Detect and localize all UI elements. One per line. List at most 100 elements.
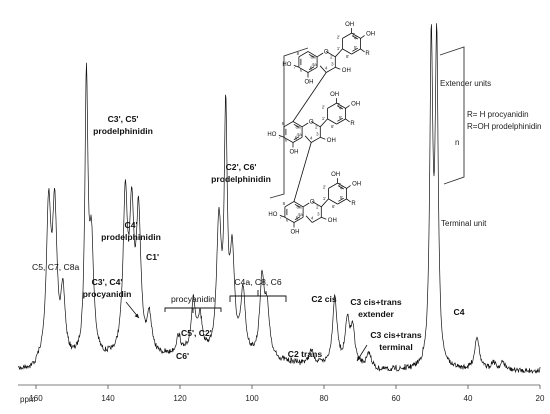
atom-label: OH bbox=[342, 68, 351, 74]
bond-line bbox=[301, 122, 309, 128]
arrow-c3p-c4p-head bbox=[134, 313, 139, 318]
bond-line bbox=[346, 185, 351, 189]
atom-label: 4 bbox=[325, 66, 328, 71]
bond-line bbox=[342, 48, 352, 55]
x-tick-label: 20 bbox=[536, 394, 545, 403]
annotation-c3p-c4p-sub: procyanidin bbox=[83, 289, 132, 299]
bond-line bbox=[294, 216, 301, 221]
atom-label: OH bbox=[330, 92, 339, 98]
x-tick-label: 140 bbox=[101, 394, 115, 403]
atom-label: 5 bbox=[296, 216, 299, 221]
atom-label: 8a bbox=[311, 54, 317, 59]
bond-line bbox=[338, 197, 344, 202]
tannin-structure: n Extender units Terminal unit R= H proc… bbox=[267, 22, 541, 235]
bond-line bbox=[337, 198, 347, 205]
bond-line bbox=[310, 121, 321, 128]
atom-label: 6' bbox=[346, 54, 350, 59]
bond-line bbox=[319, 65, 327, 73]
legend-prodelphinidin: R=OH prodelphinidin bbox=[467, 122, 542, 131]
bond-line bbox=[307, 51, 318, 58]
atom-label: 6 bbox=[286, 218, 289, 223]
terminal-label: Terminal unit bbox=[441, 219, 487, 228]
x-tick-label: 100 bbox=[245, 394, 259, 403]
atom-label: 7 bbox=[294, 64, 297, 69]
bond-line bbox=[337, 105, 343, 110]
annotation-c5p-c2p: C5', C2' bbox=[181, 328, 212, 338]
atom-label: 6 bbox=[285, 138, 288, 143]
bond-line bbox=[294, 203, 301, 208]
x-tick-label: 80 bbox=[320, 394, 329, 403]
annotation-c3p-c5p-sub: prodelphinidin bbox=[93, 126, 153, 136]
atom-label: OH bbox=[331, 172, 340, 178]
bond-line bbox=[342, 32, 352, 39]
atom-label: R bbox=[350, 121, 355, 127]
atom-label: 2' bbox=[323, 184, 327, 189]
bond-line bbox=[292, 121, 303, 128]
annotation-c3-terminal: C3 cis+trans bbox=[370, 330, 422, 340]
annotation-c3p-c4p: C3', C4' bbox=[92, 277, 123, 287]
bond-line bbox=[321, 216, 327, 220]
atom-label: OH bbox=[345, 22, 354, 28]
annotation-c2p-c6p: C2', C6' bbox=[226, 162, 257, 172]
atom-label: OH bbox=[351, 101, 360, 107]
bond-line bbox=[283, 121, 294, 128]
x-tick-label: 120 bbox=[173, 394, 187, 403]
atom-label: 2' bbox=[322, 104, 326, 109]
repeat-bracket-left bbox=[269, 47, 309, 199]
atom-label: O bbox=[309, 119, 314, 125]
bond-line bbox=[278, 134, 285, 138]
atom-label: R bbox=[351, 201, 356, 207]
legend-procyanidin: R= H procyanidin bbox=[467, 110, 529, 119]
bond-line bbox=[320, 136, 326, 140]
atom-label: 5 bbox=[295, 136, 298, 141]
atom-label: 4' bbox=[339, 105, 343, 110]
bond-line bbox=[304, 135, 312, 143]
bond-line bbox=[279, 214, 286, 218]
bond-line bbox=[283, 136, 294, 143]
bond-line bbox=[305, 215, 313, 223]
atom-label: 4' bbox=[354, 35, 358, 40]
annotation-procyanidin: procyanidin bbox=[171, 294, 215, 304]
annotation-c3-extender: C3 cis+trans bbox=[350, 297, 402, 307]
bond-line bbox=[293, 123, 300, 128]
atom-label: 7 bbox=[279, 134, 282, 139]
atom-label: 5' bbox=[339, 115, 343, 120]
atom-label: 8a bbox=[296, 124, 302, 129]
atom-label: OH bbox=[328, 218, 337, 224]
bond-line bbox=[298, 51, 309, 58]
bond-line bbox=[293, 216, 304, 223]
annotation-c4a-c8-c6: C4a, C8, C6 bbox=[234, 277, 282, 287]
x-tick-label: 60 bbox=[392, 394, 401, 403]
bond-line bbox=[311, 136, 321, 143]
bond-line bbox=[337, 182, 347, 189]
bond-line bbox=[327, 102, 337, 109]
bond-line bbox=[293, 142, 312, 202]
atom-label: 3' bbox=[337, 102, 341, 107]
bond-line bbox=[336, 102, 346, 109]
annotation-c1p: C1' bbox=[146, 252, 159, 262]
annotation-c4p-sub: prodelphinidin bbox=[101, 232, 161, 242]
atom-label: HO bbox=[268, 212, 277, 218]
bond-line bbox=[311, 201, 322, 208]
extender-label: Extender units bbox=[440, 79, 491, 88]
bond-line bbox=[298, 66, 309, 73]
bond-line bbox=[308, 53, 315, 58]
atom-label: OH bbox=[290, 150, 299, 156]
repeat-bracket-right bbox=[439, 46, 465, 185]
annotation-c3p-c5p: C3', C5' bbox=[108, 114, 139, 124]
atom-label: 3 bbox=[317, 211, 320, 216]
atom-label: OH bbox=[366, 31, 375, 37]
bond-line bbox=[352, 35, 358, 40]
atom-label: 4 bbox=[311, 216, 314, 221]
bond-line bbox=[336, 118, 346, 125]
annotation-c4: C4 bbox=[454, 307, 465, 317]
bond-line bbox=[284, 216, 295, 223]
bond-line bbox=[327, 118, 337, 125]
bond-line bbox=[302, 202, 310, 208]
bond-line bbox=[293, 136, 300, 141]
spectrum-line bbox=[17, 23, 541, 374]
bond-line bbox=[346, 198, 351, 203]
atom-label: 4' bbox=[340, 185, 344, 190]
